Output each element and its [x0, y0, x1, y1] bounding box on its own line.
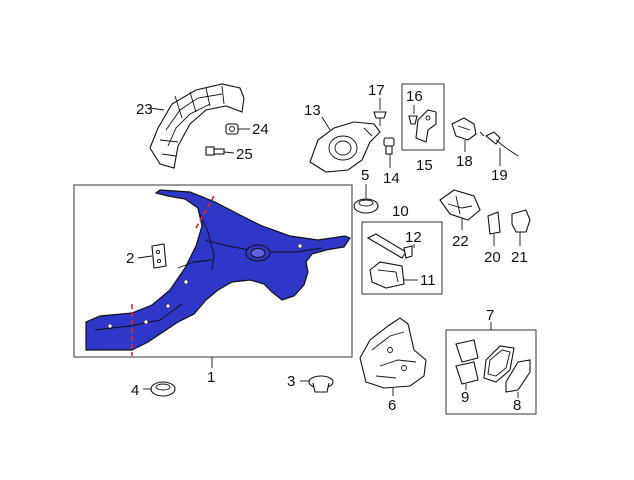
- callout-23: 23: [136, 101, 153, 118]
- callout-6: 6: [388, 397, 396, 414]
- cut-line-pillar: [195, 195, 215, 229]
- actuator-part-18[interactable]: [451, 117, 477, 141]
- callout-15: 15: [416, 157, 433, 174]
- grommet-part-4[interactable]: [150, 381, 176, 397]
- nut-part-24[interactable]: [225, 123, 239, 135]
- callout-1: 1: [207, 369, 215, 386]
- callout-20: 20: [484, 249, 501, 266]
- part-group-10-frame: [361, 221, 443, 295]
- switch-part-20[interactable]: [487, 211, 501, 235]
- callout-5: 5: [361, 167, 369, 184]
- callout-25: 25: [236, 146, 253, 163]
- clip-part-17[interactable]: [373, 111, 387, 126]
- callout-16: 16: [406, 88, 423, 105]
- fuel-door-part-9[interactable]: [455, 339, 479, 385]
- inner-panel-part-6[interactable]: [359, 317, 427, 389]
- callout-24: 24: [252, 121, 269, 138]
- grommet-part-5[interactable]: [353, 198, 379, 214]
- fuel-door-housing-part-13[interactable]: [309, 121, 381, 173]
- wheelhouse-liner-part-23[interactable]: [149, 83, 245, 169]
- callout-12: 12: [405, 229, 422, 246]
- callout-7: 7: [486, 307, 494, 324]
- plug-part-3[interactable]: [308, 375, 334, 393]
- bracket-part-22[interactable]: [439, 189, 481, 221]
- callout-17: 17: [368, 82, 385, 99]
- callout-2: 2: [126, 250, 134, 267]
- callout-21: 21: [511, 249, 528, 266]
- quarter-panel-frame: [73, 184, 353, 358]
- callout-4: 4: [131, 382, 139, 399]
- quarter-panel[interactable]: [85, 189, 351, 351]
- release-cable-part-19[interactable]: [479, 131, 519, 157]
- callout-19: 19: [491, 167, 508, 184]
- extension-part-11[interactable]: [369, 261, 405, 289]
- callout-14: 14: [383, 170, 400, 187]
- callout-9: 9: [461, 389, 469, 406]
- screw-part-14[interactable]: [383, 137, 395, 155]
- callout-18: 18: [456, 153, 473, 170]
- part-group-15-16-frame: [401, 83, 445, 151]
- grommet-part-16[interactable]: [408, 115, 418, 125]
- callout-13: 13: [304, 102, 321, 119]
- clip-part-12[interactable]: [403, 245, 413, 259]
- bracket-part-10-upper[interactable]: [366, 233, 407, 259]
- connector-part-21[interactable]: [511, 209, 531, 233]
- callout-3: 3: [287, 373, 295, 390]
- callout-22: 22: [452, 233, 469, 250]
- hinge-part-15[interactable]: [415, 109, 437, 143]
- callout-10: 10: [392, 203, 409, 220]
- callout-11: 11: [420, 272, 436, 289]
- callout-8: 8: [513, 397, 521, 414]
- fuel-door-assembly-part-8[interactable]: [483, 345, 531, 393]
- bracket-part-2[interactable]: [151, 243, 167, 269]
- bolt-part-25[interactable]: [205, 146, 225, 156]
